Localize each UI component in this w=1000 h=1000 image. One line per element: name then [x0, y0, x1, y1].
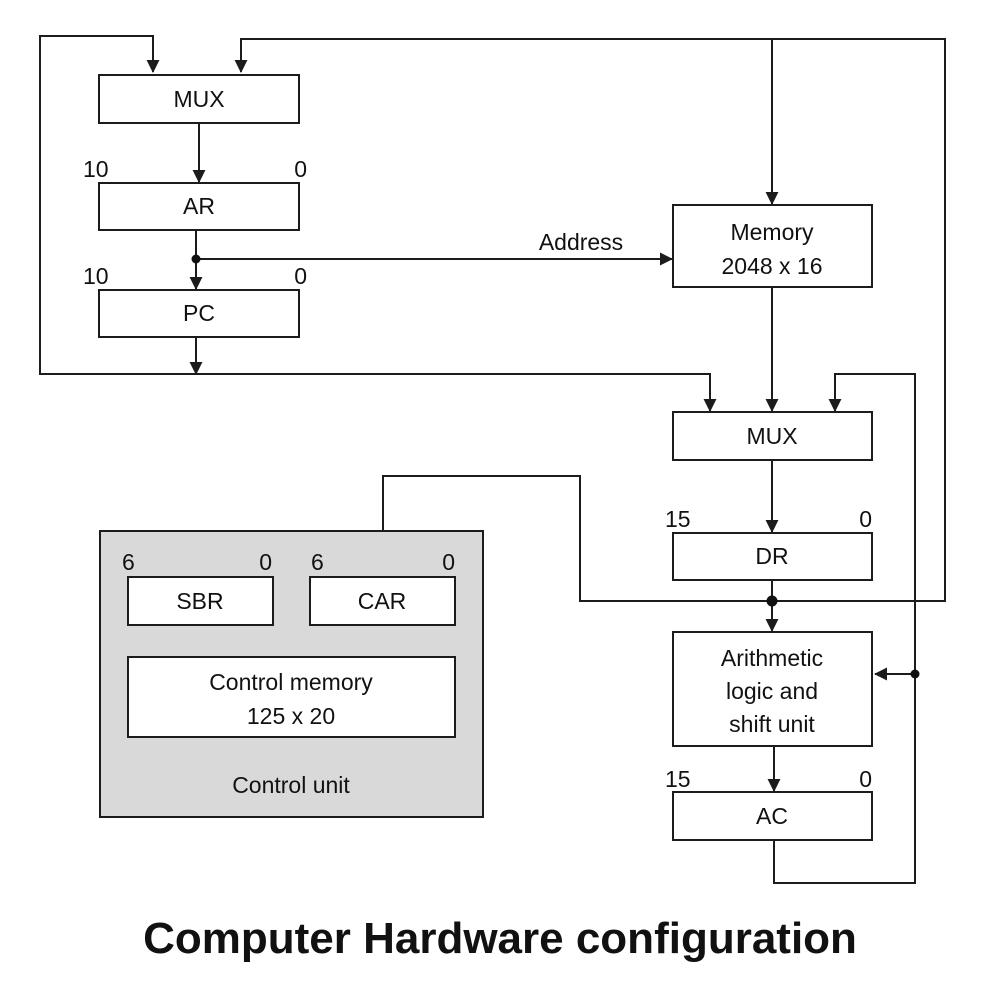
pc-low-bit-label: 0: [294, 263, 307, 289]
memory-size-label: 2048 x 16: [721, 253, 822, 279]
ac-label: AC: [756, 803, 788, 829]
junction-ac-feedback: [910, 669, 920, 679]
ar-box: [98, 182, 300, 231]
sbr-box: [127, 576, 274, 626]
memory-name-label: Memory: [730, 219, 814, 245]
address-label: Address: [539, 229, 623, 255]
pc-high-bit-label: 10: [83, 263, 109, 289]
car-high-bit-label: 6: [311, 549, 324, 575]
sbr-label: SBR: [176, 588, 223, 614]
ac-box: [672, 791, 873, 841]
wire-dr-to-car: [376, 475, 581, 602]
diagram-title: Computer Hardware configuration: [143, 914, 857, 963]
car-label: CAR: [358, 588, 407, 614]
wire-dr-loop-top-to-mux-top: [234, 38, 946, 602]
car-box: [309, 576, 456, 626]
ac-high-bit-label: 15: [665, 766, 691, 792]
sbr-low-bit-label: 0: [259, 549, 272, 575]
mux-right-label: MUX: [746, 423, 797, 449]
junction-dr-output: [766, 595, 778, 607]
dr-low-bit-label: 0: [859, 506, 872, 532]
pc-box: [98, 289, 300, 338]
alu-label-line3: shift unit: [729, 711, 815, 737]
alu-label-line2: logic and: [726, 678, 818, 704]
wire-ac-feedback-to-mux-right: [773, 373, 916, 884]
control-memory-size-label: 125 x 20: [247, 703, 335, 729]
alu-label-line1: Arithmetic: [721, 645, 823, 671]
ar-label: AR: [183, 193, 215, 219]
dr-box: [672, 532, 873, 581]
ac-low-bit-label: 0: [859, 766, 872, 792]
ar-low-bit-label: 0: [294, 156, 307, 182]
mux-top-label: MUX: [173, 86, 224, 112]
junction-ar-output: [191, 254, 201, 264]
ar-high-bit-label: 10: [83, 156, 109, 182]
dr-label: DR: [755, 543, 788, 569]
mux-top-box: [98, 74, 300, 124]
control-unit-label: Control unit: [232, 772, 350, 798]
wire-pc-bus-to-mux-right: [39, 373, 717, 412]
car-low-bit-label: 0: [442, 549, 455, 575]
wire-left-loop-to-mux-top: [39, 35, 160, 375]
control-memory-name-label: Control memory: [209, 669, 373, 695]
pc-label: PC: [183, 300, 215, 326]
memory-box: [672, 204, 873, 288]
alu-box: [672, 631, 873, 747]
mux-right-box: [672, 411, 873, 461]
dr-high-bit-label: 15: [665, 506, 691, 532]
control-memory-box: [127, 656, 456, 738]
sbr-high-bit-label: 6: [122, 549, 135, 575]
